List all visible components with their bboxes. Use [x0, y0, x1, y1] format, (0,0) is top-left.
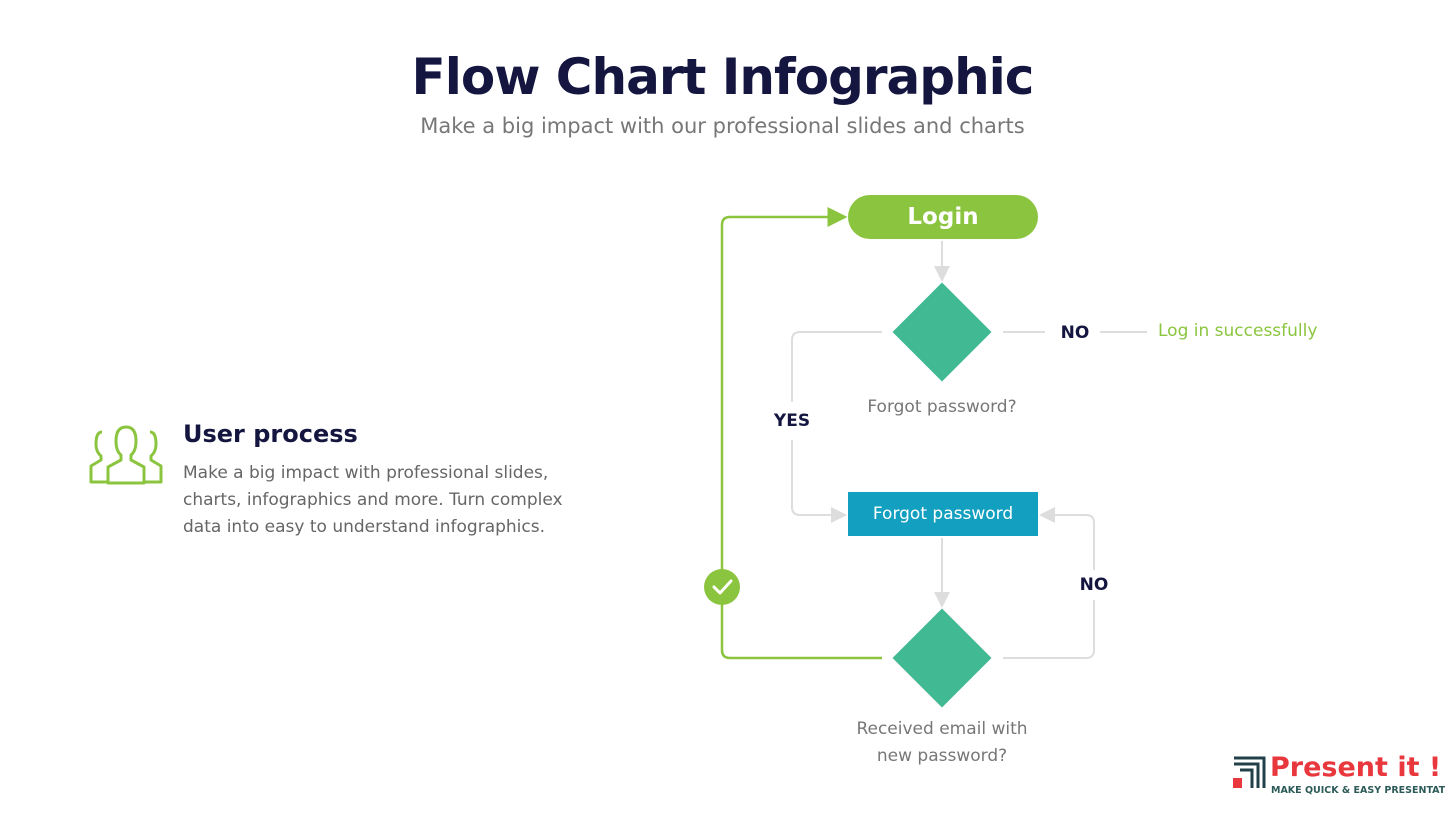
connector-yes-b — [791, 440, 847, 523]
decision-diamond-2 — [892, 608, 992, 708]
decision1-caption: Forgot password? — [867, 397, 1017, 417]
connector-yes-loop — [720, 207, 882, 660]
page-subtitle: Make a big impact with our professional … — [420, 114, 1025, 138]
page-title: Flow Chart Infographic — [411, 48, 1035, 106]
logo-tagline: MAKE QUICK & EASY PRESENTATIONS — [1271, 785, 1445, 796]
logo-name: Present it ! — [1270, 752, 1442, 783]
connector-no2-b — [1039, 507, 1095, 570]
no-label-2: NO — [1079, 575, 1109, 595]
decision2-caption-line1: Received email with — [856, 719, 1028, 739]
yes-label: YES — [773, 411, 811, 431]
no-label-1: NO — [1060, 323, 1090, 343]
login-node: Login — [848, 195, 1038, 239]
check-icon — [704, 569, 740, 605]
success-label: Log in successfully — [1158, 321, 1318, 341]
connector-no2 — [1003, 600, 1095, 659]
side-title: User process — [183, 420, 358, 448]
connector-yes-a — [791, 331, 882, 402]
side-body: Make a big impact with professional slid… — [183, 463, 563, 537]
decision2-caption-line2: new password? — [876, 746, 1008, 766]
forgot-password-node: Forgot password — [848, 492, 1038, 536]
logo-mark-icon — [1233, 756, 1266, 788]
decision-diamond-1 — [892, 282, 992, 382]
users-icon — [89, 425, 163, 485]
